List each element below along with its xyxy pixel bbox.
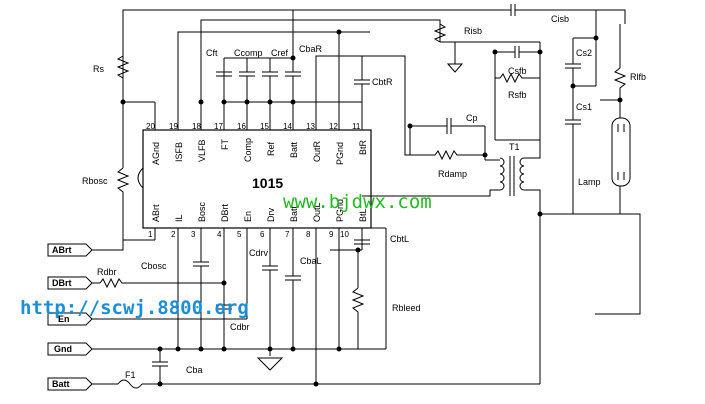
port-en: En [58, 314, 70, 324]
label-cref: Cref [271, 48, 289, 58]
pin-name-agnd: AGnd [151, 142, 161, 165]
pin-name-isfb: ISFB [174, 142, 184, 162]
pin-name-bosc: Bosc [197, 201, 207, 222]
pin-name-pgnd-bottom: PGnd [335, 199, 345, 222]
pin-num-2: 2 [171, 230, 176, 239]
pin-num-7: 7 [285, 230, 290, 239]
label-cdrv: Cdrv [249, 248, 269, 258]
label-cbtl: CbtL [390, 234, 409, 244]
pin-num-19: 19 [169, 122, 178, 131]
pin-num-3: 3 [191, 230, 196, 239]
junction-dots [120, 29, 623, 387]
label-f1: F1 [125, 370, 136, 380]
pin-name-drv: Drv [266, 208, 276, 222]
label-rlfb: Rlfb [630, 72, 646, 82]
pin-num-12: 12 [329, 122, 338, 131]
pin-num-20: 20 [146, 122, 155, 131]
port-abrt: ABrt [52, 245, 72, 255]
pin-name-pgnd-top: PGnd [335, 142, 345, 165]
label-risb: Risb [464, 26, 482, 36]
pin-name-batt-top: Batt [289, 141, 299, 158]
pin-num-5: 5 [237, 230, 242, 239]
pin-num-13: 13 [306, 122, 315, 131]
label-rdbr: Rdbr [97, 267, 117, 277]
pin-name-outr: OutR [312, 140, 322, 162]
label-rsfb: Rsfb [508, 90, 527, 100]
label-cba: Cba [186, 365, 203, 375]
bottom-wiring [47, 214, 541, 391]
label-cdbr: Cdbr [230, 322, 250, 332]
top-wiring [116, 4, 641, 315]
watermark-scwj: http://scwj.8800.org [20, 297, 249, 319]
label-rs: Rs [93, 64, 104, 74]
label-cp: Cp [466, 113, 478, 123]
pin-name-comp: Comp [243, 138, 253, 162]
label-cbtr: CbtR [372, 77, 393, 87]
pin-name-ft: FT [220, 139, 230, 150]
watermark-bjdwx: www.bjdwx.com [283, 191, 432, 213]
label-cbar: CbaR [299, 44, 323, 54]
pin-num-17: 17 [214, 122, 223, 131]
label-lamp: Lamp [578, 177, 601, 187]
pin-name-dbrt: DBrt [220, 204, 230, 222]
label-csfb: Csfb [508, 66, 527, 76]
pin-name-en: En [243, 211, 253, 222]
pin-name-btl: BtL [358, 208, 368, 222]
pin-num-16: 16 [237, 122, 246, 131]
output-stage [362, 78, 574, 214]
label-rbleed: Rbleed [392, 303, 421, 313]
pin-name-il: IL [174, 214, 184, 222]
label-cs1: Cs1 [576, 102, 592, 112]
pin-num-1: 1 [148, 230, 153, 239]
pin-name-outl: OutL [312, 202, 322, 222]
ic-body [142, 129, 372, 229]
label-rbosc: Rbosc [82, 176, 108, 186]
label-cs2: Cs2 [576, 48, 592, 58]
label-ccomp: Ccomp [234, 48, 263, 58]
pin-num-10: 10 [340, 230, 349, 239]
ic-name: 1015 [252, 175, 283, 191]
label-cft: Cft [206, 48, 218, 58]
pin-num-15: 15 [260, 122, 269, 131]
label-rdamp: Rdamp [438, 169, 467, 179]
pin-num-11: 11 [352, 122, 361, 131]
pin-num-4: 4 [217, 230, 222, 239]
pin-name-btr: BtR [358, 139, 368, 155]
pin-num-9: 9 [329, 230, 334, 239]
port-batt: Batt [52, 379, 70, 389]
label-cbal: CbaL [300, 256, 322, 266]
pin-num-8: 8 [306, 230, 311, 239]
pin-name-ref: Ref [266, 141, 276, 156]
pin-num-6: 6 [260, 230, 265, 239]
pin-num-18: 18 [192, 122, 201, 131]
label-t1: T1 [509, 142, 520, 152]
label-cbosc: Cbosc [141, 261, 167, 271]
pin-name-abrt: ABrt [151, 204, 161, 222]
port-dbrt: DBrt [52, 278, 72, 288]
il-sense-arc [137, 167, 144, 189]
label-cisb: Cisb [551, 14, 569, 24]
port-gnd: Gnd [54, 344, 72, 354]
pin-name-vlfb: VLFB [197, 139, 207, 162]
pin-name-batt-bottom: Batt [289, 205, 299, 222]
pin-num-14: 14 [283, 122, 292, 131]
